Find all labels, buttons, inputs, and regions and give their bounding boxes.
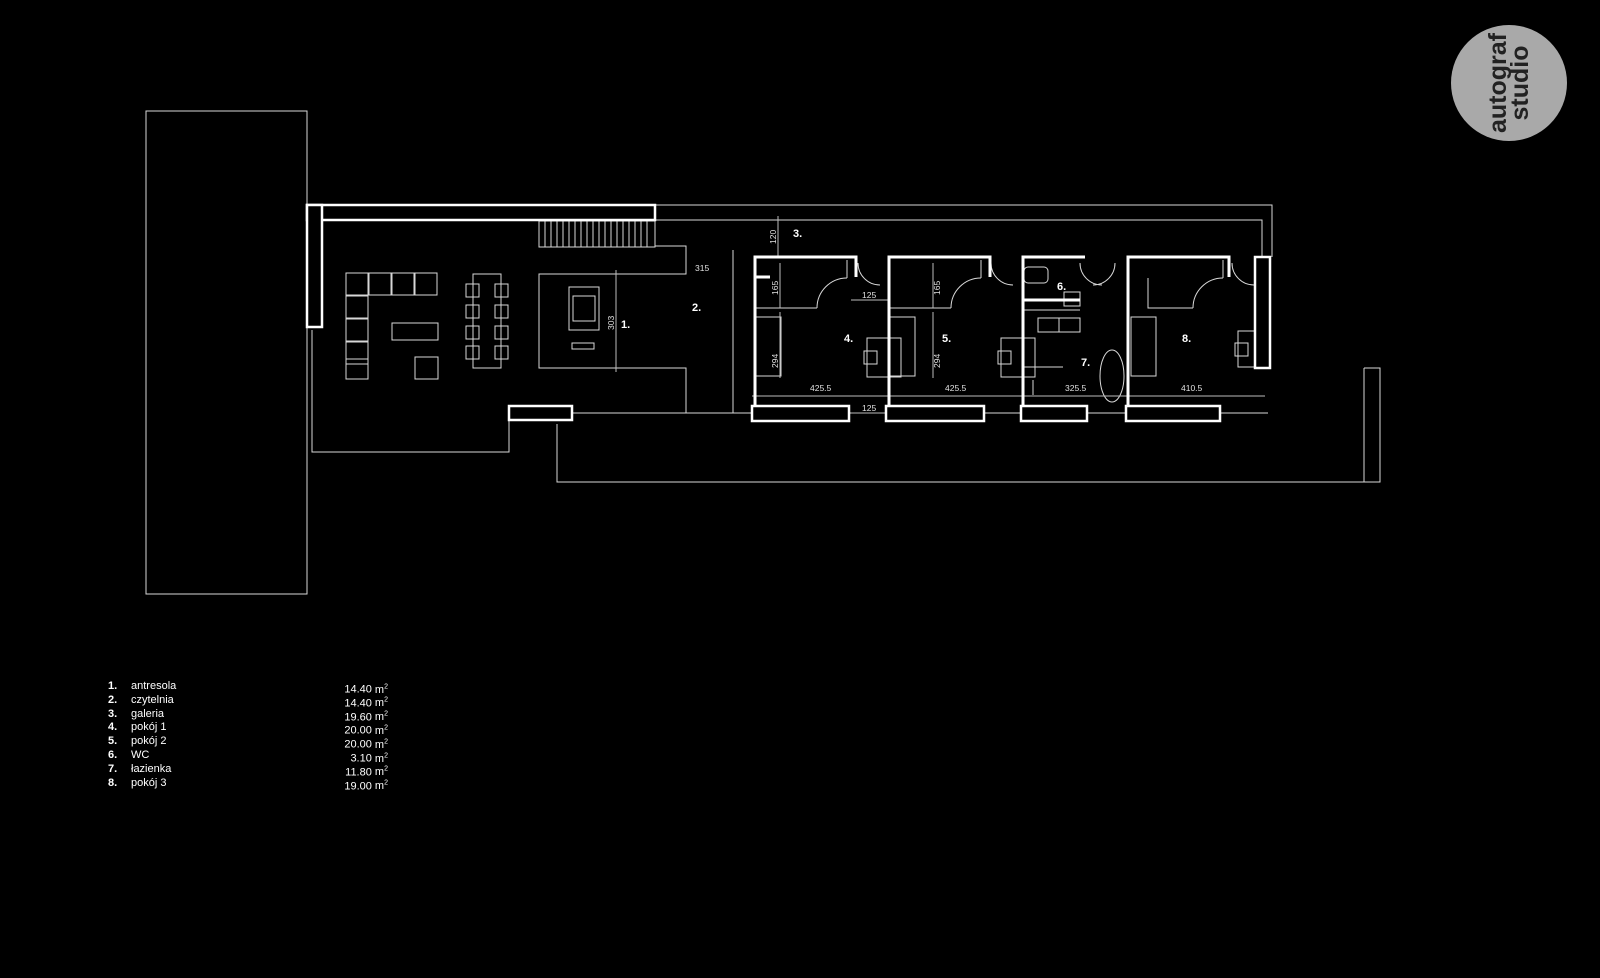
legend-room-name: pokój 1: [131, 721, 167, 734]
legend-number: 3.: [108, 707, 118, 720]
reading-area-outline: [538, 273, 687, 413]
north-wall: [305, 203, 657, 222]
dimension-294-b: 294: [932, 354, 942, 368]
legend-area: 20.00 m2: [344, 738, 388, 751]
stairs: [538, 220, 656, 248]
legend-number: 5.: [108, 735, 118, 748]
room-label-7: 7.: [1081, 357, 1090, 369]
west-wall: [305, 203, 324, 329]
room-label-1: 1.: [621, 319, 630, 331]
legend-room-name: galeria: [131, 707, 165, 720]
room-label-5: 5.: [942, 333, 951, 345]
reading-desk: [568, 286, 600, 350]
dimension-165-b: 165: [932, 281, 942, 295]
legend-area: 14.40 m2: [344, 696, 388, 710]
room-label-4: 4.: [844, 333, 853, 345]
logo-line-2: studio: [1506, 45, 1534, 121]
dimension-125-b: 125: [862, 403, 876, 413]
terrace-bottom-outline: [556, 367, 1381, 483]
room-label-8: 8.: [1182, 333, 1191, 345]
dimension-120: 120: [768, 230, 778, 244]
sofa: [345, 272, 439, 380]
legend-room-name: łazienka: [131, 762, 172, 775]
legend-area: 14.40 m2: [344, 683, 388, 696]
legend-room-name: czytelnia: [131, 693, 174, 706]
room-label-6: 6.: [1057, 281, 1066, 293]
autograf-studio-logo: autograf studio: [1451, 25, 1567, 141]
dimension-303: 303: [606, 316, 616, 330]
legend-room-name: pokój 3: [131, 776, 167, 789]
dimension-410-5: 410.5: [1181, 383, 1203, 393]
dimension-165-a: 165: [770, 281, 780, 295]
legend-number: 7.: [108, 762, 118, 775]
legend-number: 2.: [108, 693, 118, 706]
terrace-left-outline: [145, 110, 308, 595]
legend-room-name: pokój 2: [131, 735, 167, 748]
gallery-outline: [655, 204, 1273, 257]
dimension-294-a: 294: [770, 354, 780, 368]
dimension-425-5-b: 425.5: [945, 383, 967, 393]
dimension-325-5: 325.5: [1065, 383, 1087, 393]
legend-room-name: WC: [131, 748, 150, 761]
dining-table: [465, 273, 509, 369]
legend-number: 1.: [108, 680, 118, 692]
legend-area: 19.60 m2: [344, 710, 388, 724]
room-label-3: 3.: [793, 228, 802, 240]
legend-area: 20.00 m2: [344, 724, 388, 738]
legend-number: 8.: [108, 776, 118, 789]
legend-area: 19.00 m2: [344, 779, 388, 793]
legend-area: 11.80 m2: [345, 765, 388, 779]
dimension-425-5-a: 425.5: [810, 383, 832, 393]
legend-number: 4.: [108, 721, 118, 734]
mezzanine-outline: [311, 330, 510, 453]
dimension-125-a: 125: [862, 290, 876, 300]
legend-area: 3.10 m2: [350, 751, 388, 765]
legend-room-name: antresola: [131, 680, 177, 692]
legend-number: 6.: [108, 748, 118, 761]
dimension-lines: [615, 216, 1265, 414]
room-label-2: 2.: [692, 302, 701, 314]
dimension-315: 315: [695, 263, 709, 273]
